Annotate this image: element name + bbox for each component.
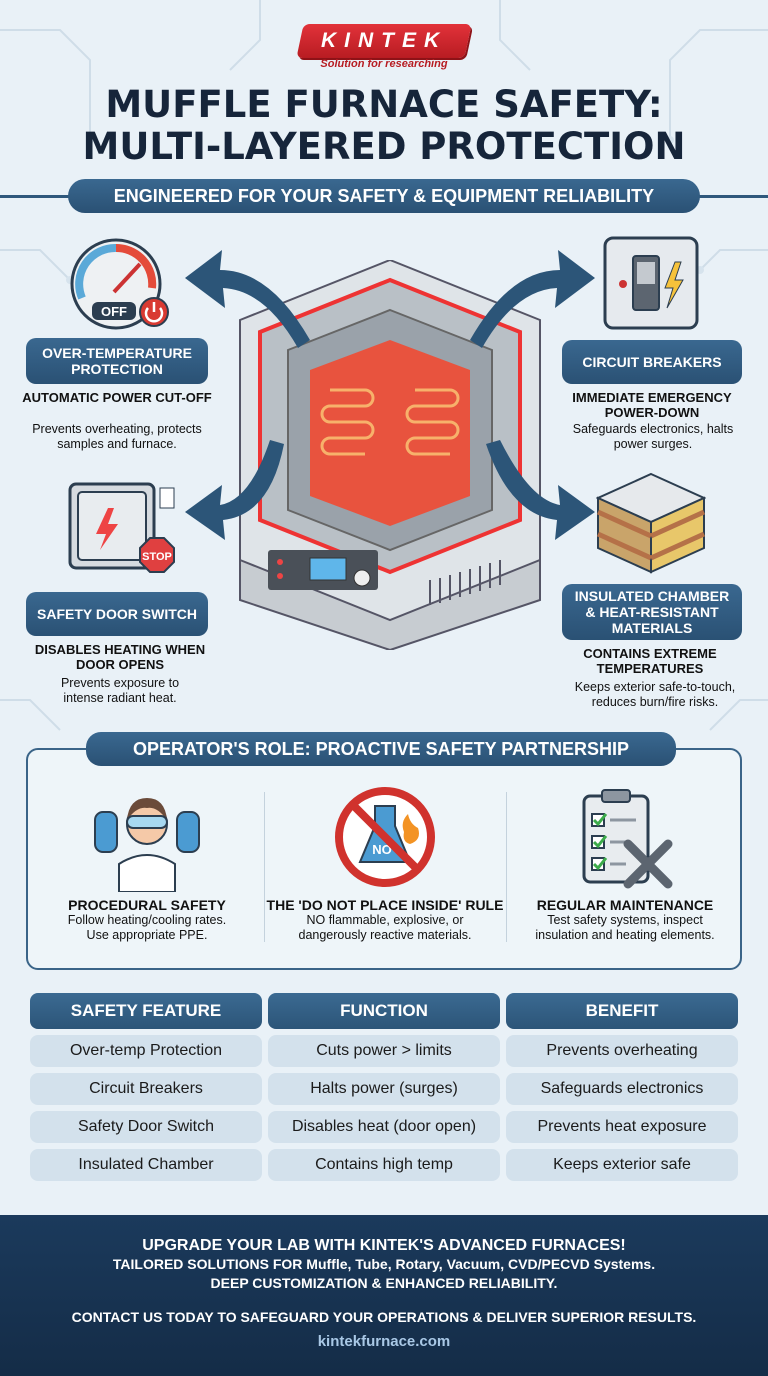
table-cell: Prevents overheating [506, 1035, 738, 1067]
table-header: FUNCTION [268, 993, 500, 1029]
table-cell: Disables heat (door open) [268, 1111, 500, 1143]
footer-cta: UPGRADE YOUR LAB WITH KINTEK'S ADVANCED … [0, 1215, 768, 1376]
divider [506, 792, 507, 942]
scientist-ppe-icon [94, 798, 200, 893]
feature-description: Keeps exterior safe-to-touch, reduces bu… [574, 680, 736, 709]
operator-item-description: NO flammable, explosive, or [306, 913, 464, 927]
no-flammables-icon: NO [335, 787, 435, 887]
table-row: Safety Door Switch Disables heat (door o… [30, 1111, 738, 1143]
feature-heading: AUTOMATIC POWER CUT-OFF [22, 390, 212, 405]
insulation-layers-icon [596, 472, 706, 574]
kintek-logo: KINTEK [296, 24, 472, 58]
subtitle-banner: ENGINEERED FOR YOUR SAFETY & EQUIPMENT R… [68, 179, 700, 213]
door-stop-icon: STOP [68, 482, 175, 573]
page-title: MUFFLE FURNACE SAFETY: MULTI-LAYERED PRO… [82, 83, 686, 168]
table-cell: Safety Door Switch [30, 1111, 262, 1143]
table-row: Over-temp Protection Cuts power > limits… [30, 1035, 738, 1067]
footer-contact: CONTACT US TODAY TO SAFEGUARD YOUR OPERA… [71, 1309, 697, 1325]
arrow-right-top-icon [470, 250, 595, 348]
table-cell: Safeguards electronics [506, 1073, 738, 1105]
safety-feature-table: SAFETY FEATURE FUNCTION BENEFIT Over-tem… [30, 993, 738, 1187]
brand-tagline: Solution for researching [320, 58, 448, 70]
feature-heading: CONTAINS EXTREME TEMPERATURES [583, 646, 717, 676]
operator-item-description: Test safety systems, inspect [547, 913, 703, 927]
operator-item-do-not-place-inside: NO THE 'DO NOT PLACE INSIDE' RULE NO fla… [266, 750, 504, 943]
table-cell: Circuit Breakers [30, 1073, 262, 1105]
operator-role-title: OPERATOR'S ROLE: PROACTIVE SAFETY PARTNE… [86, 732, 676, 766]
divider [264, 792, 265, 942]
feature-description: Safeguards electronics, halts power surg… [572, 422, 734, 451]
operator-item-heading: PROCEDURAL SAFETY [68, 897, 226, 913]
footer-solutions: TAILORED SOLUTIONS FOR Muffle, Tube, Rot… [112, 1256, 656, 1272]
svg-text:STOP: STOP [142, 551, 172, 563]
operator-item-description: Use appropriate PPE. [86, 928, 208, 942]
operator-item-description: insulation and heating elements. [535, 928, 715, 942]
operator-item-heading: REGULAR MAINTENANCE [536, 897, 714, 913]
feature-description: Prevents exposure to intense radiant hea… [60, 676, 180, 705]
table-header: SAFETY FEATURE [30, 993, 262, 1029]
operator-item-heading: THE 'DO NOT PLACE INSIDE' RULE [266, 897, 504, 913]
feature-label-safety-door-switch: SAFETY DOOR SWITCH [26, 592, 208, 636]
table-cell: Over-temp Protection [30, 1035, 262, 1067]
operator-item-regular-maintenance: REGULAR MAINTENANCE Test safety systems,… [506, 750, 744, 943]
table-header: BENEFIT [506, 993, 738, 1029]
feature-description: Prevents overheating, protects samples a… [32, 422, 202, 451]
website-link[interactable]: kintekfurnace.com [317, 1333, 451, 1350]
feature-label-circuit-breakers: CIRCUIT BREAKERS [562, 340, 742, 384]
muffle-furnace-illustration [239, 260, 541, 650]
table-cell: Contains high temp [268, 1149, 500, 1181]
footer-headline: UPGRADE YOUR LAB WITH KINTEK'S ADVANCED … [142, 1237, 626, 1254]
operator-role-panel: PROCEDURAL SAFETY Follow heating/cooling… [26, 748, 742, 970]
table-cell: Keeps exterior safe [506, 1149, 738, 1181]
svg-text:NO: NO [372, 842, 392, 857]
table-header-row: SAFETY FEATURE FUNCTION BENEFIT [30, 993, 738, 1029]
table-cell: Insulated Chamber [30, 1149, 262, 1181]
table-cell: Prevents heat exposure [506, 1111, 738, 1143]
feature-arrows [185, 250, 595, 540]
feature-heading: DISABLES HEATING WHEN DOOR OPENS [34, 642, 206, 672]
operator-item-description: dangerously reactive materials. [298, 928, 472, 942]
feature-label-over-temperature: OVER-TEMPERATURE PROTECTION [26, 338, 208, 384]
arrow-left-top-icon [185, 250, 310, 348]
arrow-right-bottom-icon [486, 440, 595, 540]
footer-customization: DEEP CUSTOMIZATION & ENHANCED RELIABILIT… [210, 1275, 558, 1291]
breaker-switch-icon [603, 236, 699, 330]
svg-text:OFF: OFF [101, 304, 127, 319]
feature-label-insulated-chamber: INSULATED CHAMBER & HEAT-RESISTANT MATER… [562, 584, 742, 640]
table-row: Circuit Breakers Halts power (surges) Sa… [30, 1073, 738, 1105]
gauge-off-icon: OFF [70, 238, 169, 330]
table-cell: Halts power (surges) [268, 1073, 500, 1105]
feature-heading: IMMEDIATE EMERGENCY POWER-DOWN [572, 390, 732, 420]
table-row: Insulated Chamber Contains high temp Kee… [30, 1149, 738, 1181]
operator-item-procedural-safety: PROCEDURAL SAFETY Follow heating/cooling… [28, 750, 266, 943]
arrow-left-bottom-icon [185, 440, 284, 540]
table-cell: Cuts power > limits [268, 1035, 500, 1067]
operator-item-description: Follow heating/cooling rates. [67, 913, 227, 927]
checklist-wrench-icon [582, 789, 673, 889]
